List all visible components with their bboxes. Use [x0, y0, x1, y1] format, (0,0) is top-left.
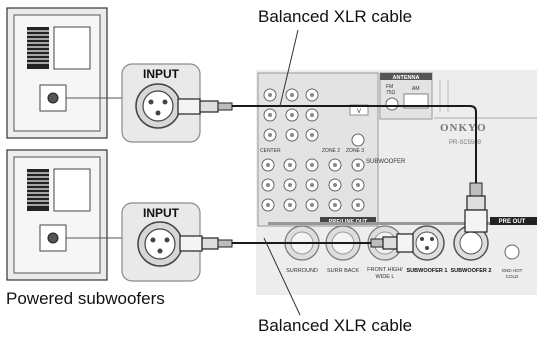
svg-text:CENTER: CENTER — [260, 148, 281, 154]
svg-text:SURR BACK: SURR BACK — [327, 268, 359, 274]
cable-top — [232, 105, 477, 190]
xlr-plug-horizontal-icon — [370, 233, 414, 253]
svg-text:V: V — [357, 109, 361, 115]
subwoofers-caption: Powered subwoofers — [6, 289, 165, 308]
model-number: PR-SC5509 — [449, 140, 482, 146]
xlr-plug-vertical-icon — [464, 182, 488, 233]
svg-text:ZONE 2: ZONE 2 — [322, 148, 340, 154]
cable-caption-top: Balanced XLR cable — [258, 7, 413, 26]
subwoofer1-label: SUBWOOFER 1 — [407, 268, 448, 274]
svg-text:COLD: COLD — [506, 274, 519, 279]
brand-logo: ONKYO — [440, 122, 487, 134]
xlr-pin-diagram-icon: GND HOT COLD — [502, 244, 523, 279]
svg-text:75Ω: 75Ω — [386, 90, 396, 96]
svg-text:FRONT HIGH/: FRONT HIGH/ — [367, 267, 403, 273]
input-label-top: INPUT — [143, 67, 180, 81]
input-callout-bottom: INPUT — [121, 202, 233, 282]
subwoofer-top — [6, 7, 108, 139]
pre-out-label: PRE OUT — [499, 219, 526, 225]
svg-text:ZONE 3: ZONE 3 — [346, 148, 364, 154]
svg-text:SURROUND: SURROUND — [286, 268, 318, 274]
svg-text:GND HOT: GND HOT — [502, 268, 523, 273]
subwoofer-bottom-input-jack-icon — [47, 232, 59, 244]
svg-text:FM: FM — [386, 84, 393, 90]
subwoofer2-label: SUBWOOFER 2 — [451, 268, 492, 274]
receiver-rear-panel: V CENTER ZONE 2 ZONE 3 SUBWOOFER PRE/LIN… — [256, 70, 537, 295]
input-label-bottom: INPUT — [143, 206, 180, 220]
svg-text:WIDE L: WIDE L — [376, 274, 395, 280]
xlr-plug-top-icon — [177, 98, 233, 115]
brand-plate: ONKYO PR-SC5509 — [434, 117, 537, 146]
subwoofer-small-label: SUBWOOFER — [366, 159, 406, 165]
subwoofer-bottom-heatsink — [27, 169, 49, 211]
subwoofer-top-heatsink — [27, 27, 49, 69]
cable-caption-bottom: Balanced XLR cable — [258, 316, 413, 335]
antenna-label: ANTENNA — [393, 75, 420, 81]
subwoofer-top-input-jack-icon — [47, 92, 59, 104]
subwoofer2-xlr-jack: SUBWOOFER 2 — [451, 225, 492, 274]
xlr-plug-bottom-icon — [179, 235, 233, 252]
svg-text:AM: AM — [412, 86, 420, 92]
subwoofer-bottom — [6, 149, 108, 281]
input-callout-top: INPUT — [121, 63, 233, 143]
